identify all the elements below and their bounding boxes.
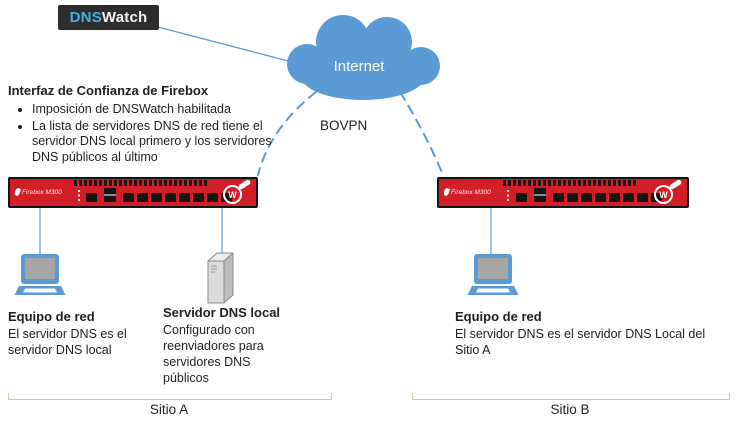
ethernet-port (193, 193, 205, 202)
ethernet-port (179, 193, 191, 202)
laptop-icon (14, 254, 66, 295)
site-a-dns-server (203, 250, 239, 310)
ethernet-port-stack (533, 188, 546, 202)
computer-label-description: El servidor DNS es el servidor DNS Local… (455, 326, 706, 357)
site-a-computer (13, 253, 67, 303)
note-bullet: Imposición de DNSWatch habilitada (32, 102, 272, 117)
ethernet-port (137, 193, 149, 202)
ethernet-port (515, 193, 527, 202)
server-label-title: Servidor DNS local (163, 305, 281, 320)
firebox-vents (73, 180, 207, 186)
cloud-icon (287, 15, 440, 100)
server-tower-icon (207, 252, 234, 304)
note-title: Interfaz de Confianza de Firebox (8, 83, 209, 98)
dnswatch-connector-line (157, 26, 293, 63)
ethernet-port (207, 193, 219, 202)
firebox-logo: Firebox M300 (13, 187, 62, 197)
computer-label-title: Equipo de red (455, 309, 542, 324)
site-a-computer-label: Equipo de red El servidor DNS es el serv… (8, 309, 148, 358)
ethernet-port (86, 193, 98, 202)
computer-label-title: Equipo de red (8, 309, 95, 324)
firebox-status-leds (507, 188, 510, 201)
ethernet-port (636, 193, 648, 202)
ethernet-port (123, 193, 135, 202)
watchguard-logo-icon: W (223, 178, 252, 204)
firebox-trusted-interface-note: Interfaz de Confianza de Firebox Imposic… (8, 83, 272, 167)
dnswatch-logo-watch-text: Watch (101, 9, 148, 26)
site-b-bracket (412, 393, 730, 400)
internet-cloud: Internet (285, 12, 445, 104)
firebox-ports (86, 188, 233, 202)
dnswatch-logo-dns-text: DNS (69, 9, 102, 26)
watchguard-w-icon: W (223, 185, 242, 204)
site-a-bracket (8, 393, 332, 400)
ethernet-port (608, 193, 620, 202)
server-label-description: Configurado con reenviadores para servid… (163, 322, 264, 385)
firebox-appliance-site-b: Firebox M300 W (437, 177, 689, 208)
computer-label-description: El servidor DNS es el servidor DNS local (8, 326, 127, 357)
site-b-label: Sitio B (550, 402, 590, 417)
firebox-status-leds (77, 188, 80, 201)
ethernet-port-stack (104, 188, 117, 202)
watchguard-logo-icon: W (654, 178, 683, 204)
ethernet-port (580, 193, 592, 202)
ethernet-port (151, 193, 163, 202)
site-a-server-label: Servidor DNS local Configurado con reenv… (163, 305, 289, 386)
internet-label: Internet (333, 58, 385, 75)
site-b-computer (466, 253, 520, 303)
ethernet-port (594, 193, 606, 202)
site-b-computer-label: Equipo de red El servidor DNS es el serv… (455, 309, 723, 358)
bovpn-tunnel-right-dashed-line (399, 91, 444, 176)
site-a-label: Sitio A (149, 402, 189, 417)
ethernet-port (552, 193, 564, 202)
laptop-icon (467, 254, 519, 295)
flame-icon (13, 187, 22, 197)
ethernet-port (566, 193, 578, 202)
firebox-ports (515, 188, 662, 202)
watchguard-w-icon: W (654, 185, 673, 204)
flame-icon (442, 187, 451, 197)
firebox-logo: Firebox M300 (442, 187, 491, 197)
firebox-vents (503, 180, 638, 186)
note-bullet: La lista de servidores DNS de red tiene … (32, 119, 272, 165)
firebox-model-label: Firebox M300 (22, 188, 62, 196)
ethernet-port (165, 193, 177, 202)
bovpn-label: BOVPN (320, 118, 368, 133)
ethernet-port (622, 193, 634, 202)
firebox-model-label: Firebox M300 (451, 188, 491, 196)
note-bullet-list: Imposición de DNSWatch habilitada La lis… (8, 102, 272, 165)
firebox-appliance-site-a: Firebox M300 W (8, 177, 258, 208)
